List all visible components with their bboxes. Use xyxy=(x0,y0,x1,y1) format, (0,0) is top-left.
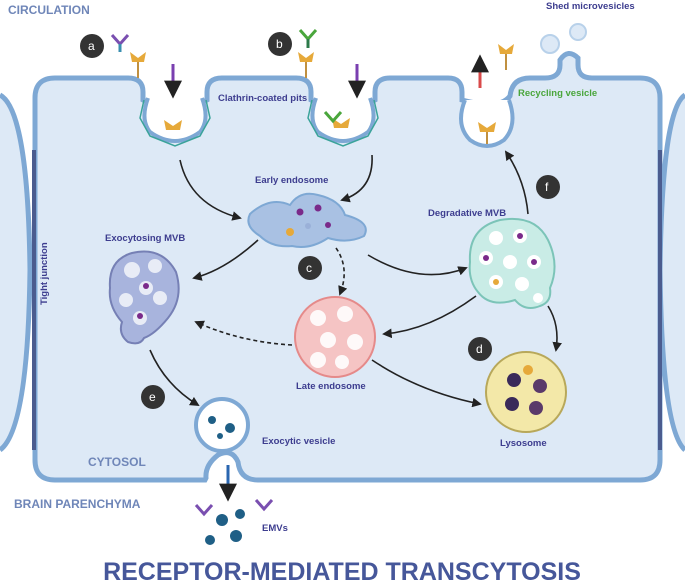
microvesicle-2 xyxy=(569,23,587,41)
emv-2 xyxy=(235,509,245,519)
step-badge-e: e xyxy=(141,385,165,409)
exocytosing-mvb-label: Exocytosing MVB xyxy=(105,233,185,244)
step-badge-c: c xyxy=(298,256,322,280)
svg-text:e: e xyxy=(149,390,156,404)
emvs-label: EMVs xyxy=(262,523,288,534)
svg-text:a: a xyxy=(88,39,95,53)
arrow-late-to-exo-mvb xyxy=(194,320,293,346)
arrow-early-to-exo-mvb xyxy=(192,239,259,281)
arrow-early-to-late xyxy=(335,247,348,296)
cytosol-label: CYTOSOL xyxy=(88,455,146,469)
step-badge-b: b xyxy=(268,32,292,56)
emv-1 xyxy=(216,514,228,526)
exocytic-vesicle xyxy=(194,397,250,453)
receptor-icon xyxy=(130,52,146,78)
emv-4 xyxy=(230,530,242,542)
lysosome-label: Lysosome xyxy=(500,438,547,449)
antibody-icon-b xyxy=(298,29,318,48)
arrow-degradative-to-recycling xyxy=(504,150,529,215)
step-badge-a: a xyxy=(80,34,104,58)
arrow-exo-mvb-to-vesicle xyxy=(149,349,200,406)
right-neighbor-cell xyxy=(657,92,685,452)
early-endosome-label: Early endosome xyxy=(255,175,328,186)
early-endosome xyxy=(247,192,367,248)
lysosome xyxy=(485,351,567,433)
receptor-icon-b xyxy=(298,52,314,78)
circulation-label: CIRCULATION xyxy=(8,3,90,17)
brain-parenchyma-label: BRAIN PARENCHYMA xyxy=(14,497,141,511)
svg-text:d: d xyxy=(476,342,483,356)
page-title: RECEPTOR-MEDIATED TRANSCYTOSIS xyxy=(103,558,581,584)
tight-junction-label: Tight junction xyxy=(39,242,50,305)
antibody-icon xyxy=(110,34,130,52)
svg-text:b: b xyxy=(276,37,283,51)
clathrin-pit-b xyxy=(307,97,379,147)
tight-junction-right xyxy=(658,150,662,450)
clathrin-coated-pits-label: Clathrin-coated pits xyxy=(218,93,307,104)
antibody-icon-emv xyxy=(194,504,214,517)
degradative-mvb-label: Degradative MVB xyxy=(428,208,506,219)
step-badge-f: f xyxy=(536,175,560,199)
arrow-pit-b-to-early xyxy=(340,154,373,203)
arrow-late-to-lysosome xyxy=(371,359,482,408)
svg-text:f: f xyxy=(545,180,549,194)
tight-junction-left xyxy=(32,150,36,450)
arrow-degradative-to-late xyxy=(382,295,477,339)
clathrin-pit-a xyxy=(139,97,211,147)
antibody-icon-emv-2 xyxy=(254,499,274,512)
svg-text:c: c xyxy=(306,261,312,275)
arrow-degradative-to-lysosome xyxy=(547,305,562,352)
receptor-icon-recycled xyxy=(498,44,514,70)
arrow-pit-a-to-early xyxy=(179,159,242,221)
emv-3 xyxy=(205,535,215,545)
recycling-vesicle-label: Recycling vesicle xyxy=(518,88,597,99)
step-badge-d: d xyxy=(468,337,492,361)
recycling-vesicle xyxy=(459,99,515,148)
late-endosome-label: Late endosome xyxy=(296,381,366,392)
microvesicle-1 xyxy=(540,34,560,54)
exocytic-vesicle-label-1: Exocytic vesicle xyxy=(262,436,335,447)
arrow-early-to-degradative xyxy=(367,254,468,276)
left-neighbor-cell xyxy=(0,92,33,453)
shed-microvesicles-label: Shed microvesicles xyxy=(546,1,635,12)
